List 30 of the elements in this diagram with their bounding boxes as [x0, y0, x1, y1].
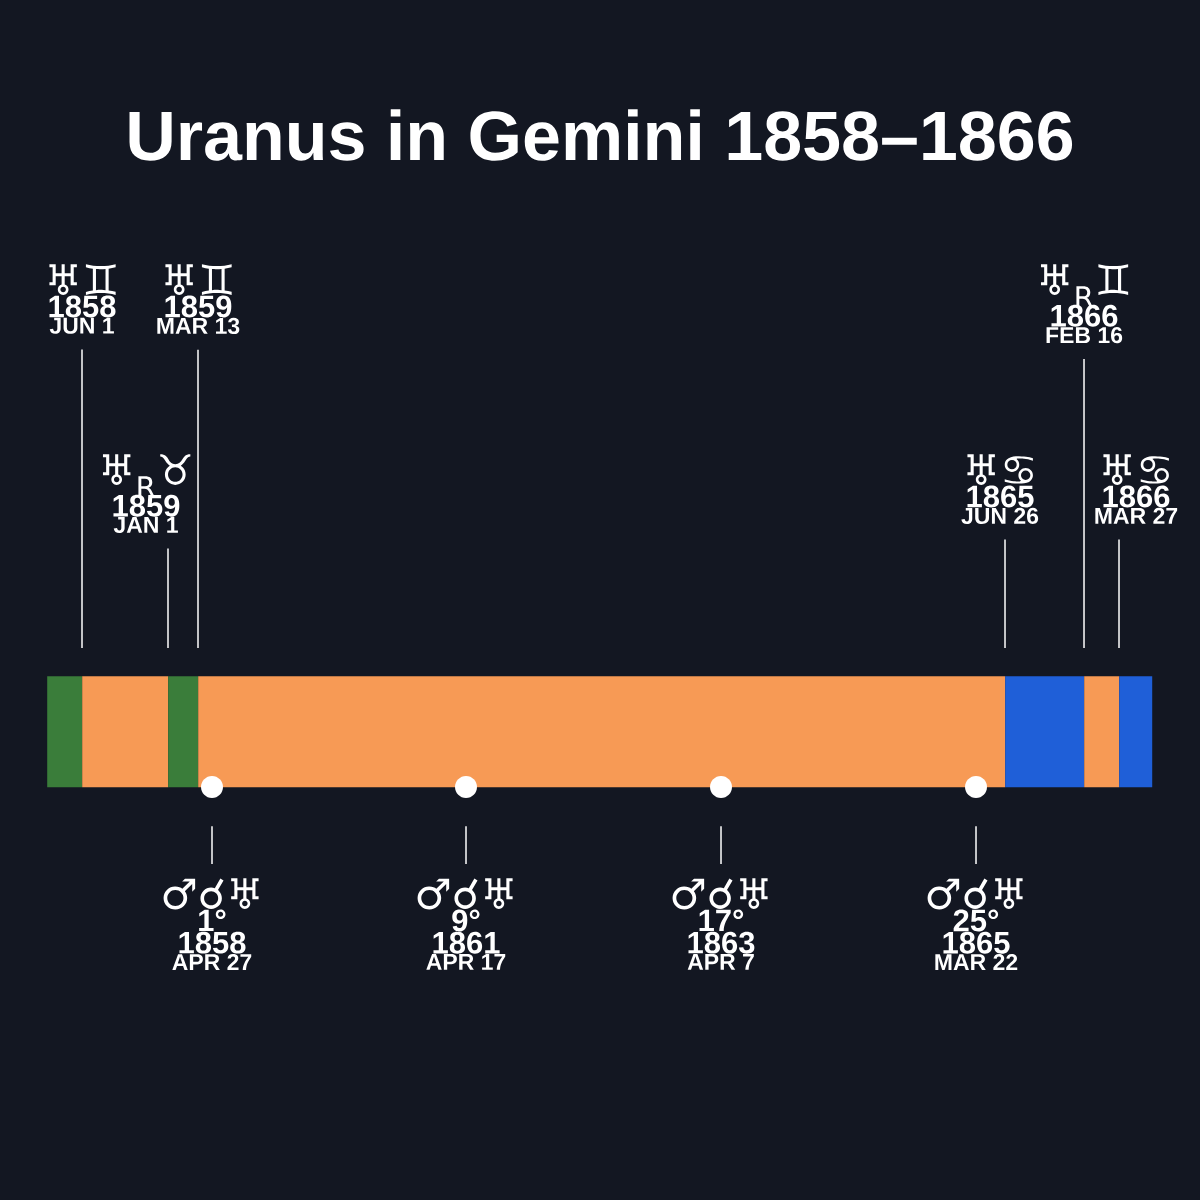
leader-line: [1004, 538, 1006, 649]
date-label: ♅♋ 1866 MAR 27: [1095, 454, 1178, 524]
dot: [965, 776, 987, 798]
date-label: ♂☌♅ 17° 1863 APR 7: [672, 878, 768, 970]
leader-line: [465, 825, 467, 865]
bar-segment: [47, 676, 83, 788]
leader-line: [81, 348, 83, 649]
leader-line: [975, 825, 977, 865]
bar-segment: [168, 676, 199, 788]
leader-line: [720, 825, 722, 865]
bar-segment: [82, 676, 169, 788]
date-label: ♂☌♅ 25° 1865 MAR 22: [927, 878, 1023, 971]
dot: [710, 776, 732, 798]
bar-segment: [1005, 676, 1085, 788]
leader-line: [211, 825, 213, 865]
date-label: ♂☌♅ 1° 1858 APR 27: [163, 878, 259, 970]
bar-segment: [198, 676, 1006, 788]
date-label: ♅♋ 1865 JUN 26: [961, 454, 1039, 524]
dot: [455, 776, 477, 798]
title: Uranus in Gemini 1858–1866: [129, 109, 1073, 161]
dot: [201, 776, 223, 798]
leader-line: [197, 348, 199, 649]
date-label: ♅♊ 1859 MAR 13: [157, 264, 240, 335]
bar-segment: [1084, 676, 1120, 788]
leader-line: [167, 547, 169, 649]
leader-line: [1083, 358, 1085, 649]
leader-line: [1118, 538, 1120, 649]
bar-segment: [1119, 676, 1153, 788]
date-label: ♅♊ 1858 JUN 1: [49, 264, 116, 334]
date-label: ♂☌♅ 9° 1861 APR 17: [417, 878, 513, 970]
